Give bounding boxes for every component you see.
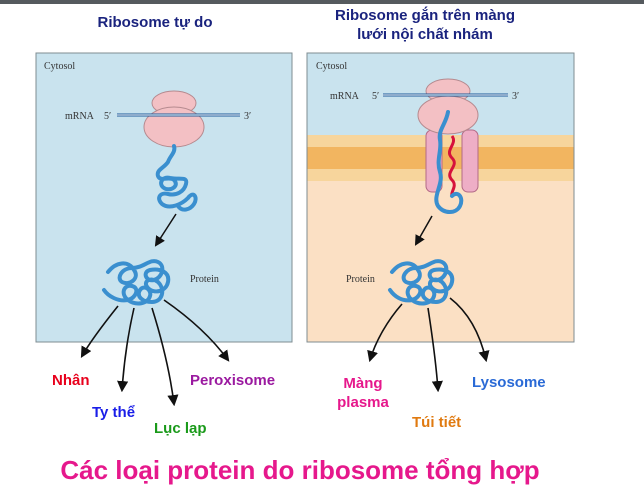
arrow-to-lysosome [449, 297, 490, 363]
cytosol-label-left: Cytosol [44, 61, 75, 72]
mrna-label-right: mRNA [330, 91, 360, 102]
heading-free-ribosome: Ribosome tự do [97, 14, 213, 31]
heading-bound-line2: lưới nội chất nhám [357, 26, 493, 43]
ribosome-left [143, 90, 205, 148]
label-ty-the: Ty thể [92, 404, 136, 421]
label-peroxisome: Peroxisome [190, 372, 276, 389]
label-mang-plasma-line1: Màng [343, 375, 383, 392]
arrow-to-luc-lap [151, 307, 179, 407]
label-mang-plasma: Màng plasma [330, 374, 396, 412]
arrow-fold-left [154, 213, 177, 247]
label-mang-plasma-line2: plasma [337, 394, 389, 411]
arrow-fold-right [414, 215, 433, 246]
arrow-to-nhan [80, 305, 119, 358]
arrow-to-ty-the [117, 307, 135, 393]
protein-label-right: Protein [346, 274, 375, 285]
arrow-to-mang-plasma [367, 303, 403, 363]
label-lysosome: Lysosome [472, 374, 546, 391]
arrow-to-tui-tiet [427, 307, 443, 393]
ribosome-right [417, 78, 479, 135]
heading-bound-line1: Ribosome gắn trên màng [334, 7, 516, 24]
page-title: Các loại protein do ribosome tổng hợp [60, 455, 540, 485]
five-prime-right: 5′ [372, 91, 379, 102]
folded-protein-left [102, 259, 171, 306]
arrow-to-peroxisome [163, 299, 230, 362]
label-luc-lap: Lục lạp [154, 420, 207, 437]
polypeptide-right [434, 110, 464, 214]
folded-protein-right [388, 259, 455, 306]
cytosol-label-right: Cytosol [316, 61, 347, 72]
label-nhan: Nhân [52, 372, 90, 389]
three-prime-left: 3′ [244, 111, 251, 122]
mrna-label-left: mRNA [65, 111, 95, 122]
heading-bound-ribosome: Ribosome gắn trên màng lưới nội chất nhá… [300, 6, 550, 44]
polypeptide-left [155, 144, 198, 212]
top-bar [0, 0, 644, 4]
protein-label-left: Protein [190, 274, 219, 285]
five-prime-left: 5′ [104, 111, 111, 122]
er-panel-border [306, 52, 575, 343]
three-prime-right: 3′ [512, 91, 519, 102]
label-tui-tiet: Túi tiết [412, 414, 462, 431]
